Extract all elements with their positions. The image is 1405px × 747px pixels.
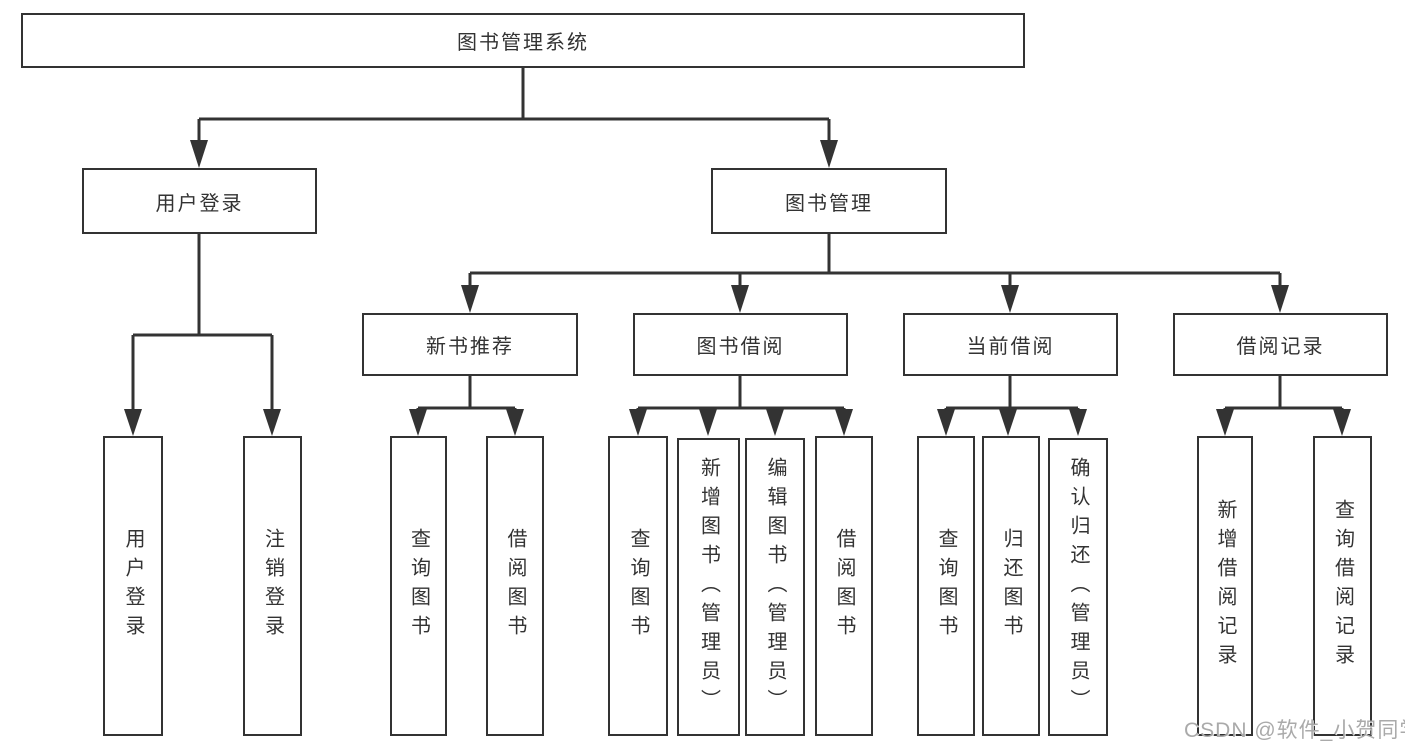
leaf-borrow-books-recommend: 借阅图书 <box>486 436 544 736</box>
node-book-management-system: 图书管理系统 <box>21 13 1025 68</box>
arrow-down-icon <box>263 409 281 436</box>
leaf-add-borrow-record: 新增借阅记录 <box>1197 436 1253 736</box>
node-label: 查询图书 <box>935 528 957 644</box>
leaf-return-books: 归还图书 <box>982 436 1040 736</box>
arrow-down-icon <box>820 140 838 168</box>
leaf-edit-book-admin: 编辑图书（管理员） <box>745 438 805 736</box>
leaf-query-borrow-record: 查询借阅记录 <box>1313 436 1372 736</box>
node-label: 编辑图书（管理员） <box>764 456 786 718</box>
node-label: 图书借阅 <box>696 336 785 358</box>
node-label: 借阅图书 <box>833 528 855 644</box>
arrow-down-icon <box>506 409 524 436</box>
arrow-down-icon <box>1001 285 1019 313</box>
node-label: 查询图书 <box>407 528 430 644</box>
node-label: 确认归还（管理员） <box>1067 456 1089 718</box>
arrow-down-icon <box>124 409 142 436</box>
arrow-down-icon <box>1271 285 1289 313</box>
node-user-login: 用户登录 <box>82 168 317 234</box>
node-label: 查询借阅记录 <box>1331 499 1354 673</box>
arrow-down-icon <box>409 409 427 436</box>
arrow-down-icon <box>461 285 479 313</box>
arrow-down-icon <box>699 409 717 436</box>
node-label: 查询图书 <box>627 528 649 644</box>
leaf-confirm-return-admin: 确认归还（管理员） <box>1048 438 1108 736</box>
node-label: 新书推荐 <box>426 336 514 358</box>
node-label: 新增图书（管理员） <box>697 456 720 718</box>
node-label: 用户登录 <box>122 528 144 644</box>
node-label: 当前借阅 <box>966 336 1055 358</box>
node-label: 图书管理 <box>785 192 873 215</box>
node-label: 用户登录 <box>155 192 244 215</box>
arrowheads <box>124 140 1351 436</box>
leaf-logout: 注销登录 <box>243 436 302 736</box>
leaf-borrow-books-borrowing: 借阅图书 <box>815 436 873 736</box>
leaf-query-books-borrowing: 查询图书 <box>608 436 668 736</box>
arrow-down-icon <box>937 409 955 436</box>
arrow-down-icon <box>1216 409 1234 436</box>
arrow-down-icon <box>731 285 749 313</box>
arrow-down-icon <box>835 409 853 436</box>
arrow-down-icon <box>190 140 208 168</box>
node-current-borrowing: 当前借阅 <box>903 313 1118 376</box>
node-book-management: 图书管理 <box>711 168 947 234</box>
arrow-down-icon <box>999 409 1017 436</box>
node-book-borrowing: 图书借阅 <box>633 313 848 376</box>
node-label: 注销登录 <box>261 528 284 644</box>
arrow-down-icon <box>1333 409 1351 436</box>
node-label: 借阅图书 <box>504 528 526 644</box>
node-label: 借阅记录 <box>1236 336 1325 358</box>
arrow-down-icon <box>1069 409 1087 436</box>
leaf-add-book-admin: 新增图书（管理员） <box>677 438 740 736</box>
leaf-query-books-current: 查询图书 <box>917 436 975 736</box>
node-label: 新增借阅记录 <box>1214 499 1236 673</box>
node-new-book-recommend: 新书推荐 <box>362 313 578 376</box>
watermark: CSDN @软件_小贺同学 <box>1184 719 1405 742</box>
node-borrowing-records: 借阅记录 <box>1173 313 1388 376</box>
leaf-user-login: 用户登录 <box>103 436 163 736</box>
leaf-query-books-recommend: 查询图书 <box>390 436 447 736</box>
node-label: 图书管理系统 <box>457 32 589 54</box>
node-label: 归还图书 <box>1000 528 1022 644</box>
arrow-down-icon <box>766 409 784 436</box>
arrow-down-icon <box>629 409 647 436</box>
